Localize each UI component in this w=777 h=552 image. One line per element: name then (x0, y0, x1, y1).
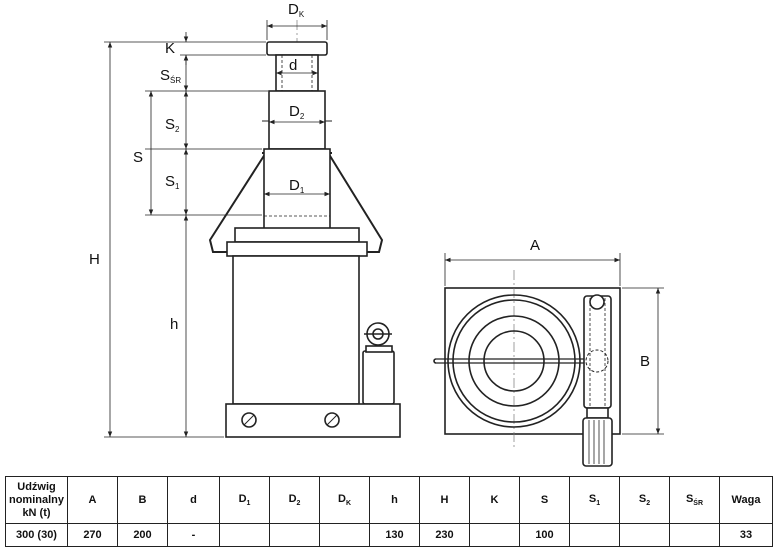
base-bolt-left (241, 412, 257, 428)
label-d: d (289, 57, 297, 74)
header-cell: SŚR (669, 476, 720, 524)
label-s2: S2 (165, 116, 180, 134)
lever-grip (586, 407, 609, 419)
header-cell: h (369, 476, 420, 524)
jack-cap (266, 41, 328, 56)
jack-top-view (433, 270, 621, 467)
top-flange (234, 227, 360, 243)
ring-3 (468, 315, 560, 407)
carry-handle (208, 150, 384, 253)
pump-lever (583, 295, 612, 409)
lower-piston (263, 148, 331, 232)
header-cell: D2 (269, 476, 320, 524)
table-cell (619, 523, 670, 547)
header-cell: H (419, 476, 470, 524)
label-d2: D2 (289, 103, 305, 121)
label-a: A (530, 237, 540, 254)
jack-base (225, 403, 401, 438)
header-cell: S (519, 476, 570, 524)
label-s: S (133, 149, 143, 166)
table-cell: 230 (419, 523, 470, 547)
label-H: H (89, 251, 100, 268)
table-cell (269, 523, 320, 547)
table-cell: 300 (30) (5, 523, 68, 547)
head-plate (226, 241, 368, 257)
ring-outer (447, 294, 581, 428)
header-cell: Waga (719, 476, 773, 524)
ring-2 (452, 299, 576, 423)
base-bolt-right (324, 412, 340, 428)
table-cell: 270 (67, 523, 118, 547)
table-cell (469, 523, 520, 547)
label-s1: S1 (165, 173, 180, 191)
header-cell: K (469, 476, 520, 524)
table-cell: 33 (719, 523, 773, 547)
pump-barrel (362, 350, 395, 405)
side-dimensions (104, 20, 330, 438)
header-cell: A (67, 476, 118, 524)
hydraulic-jack-drawing: DK K d SŚR D2 S2 S S1 D1 H h (89, 1, 664, 467)
label-h: h (170, 316, 178, 333)
jack-side-view (208, 20, 401, 438)
table-cell (669, 523, 720, 547)
table-cell (319, 523, 370, 547)
table-cell: 200 (117, 523, 168, 547)
label-b: B (640, 353, 650, 370)
table-cell: - (167, 523, 220, 547)
cylinder-body (232, 255, 360, 405)
upper-piston (268, 90, 326, 150)
label-k: K (165, 40, 175, 57)
table-cell (219, 523, 270, 547)
header-cell: S1 (569, 476, 620, 524)
header-cell: S2 (619, 476, 670, 524)
header-cell: DK (319, 476, 370, 524)
header-cell: B (117, 476, 168, 524)
label-d1: D1 (289, 177, 305, 195)
table-cell (569, 523, 620, 547)
label-ssr: SŚR (160, 67, 181, 85)
table-cell: 100 (519, 523, 570, 547)
header-cell: D1 (219, 476, 270, 524)
top-dimensions (444, 253, 664, 435)
header-cell: d (167, 476, 220, 524)
ring-4 (483, 330, 545, 392)
table-cell: 130 (369, 523, 420, 547)
lever-pivot-icon (589, 294, 605, 310)
label-dk: DK (288, 1, 305, 19)
